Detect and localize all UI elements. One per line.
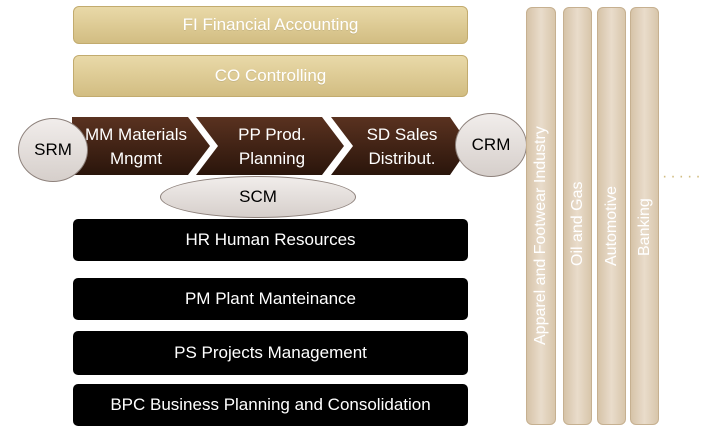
sd-sales-label: SD Sales Distribut. <box>348 123 456 171</box>
sd-line-1: SD Sales <box>366 125 438 144</box>
mm-line-2: Mngmt <box>110 149 162 168</box>
srm-oval: SRM <box>18 118 88 182</box>
industry-column-oil-gas: Oil and Gas <box>563 7 592 425</box>
industry-label-automotive: Automotive <box>602 185 620 266</box>
hr-human-resources-bar: HR Human Resources <box>73 219 468 261</box>
industry-label-banking: Banking <box>635 198 653 256</box>
hr-label: HR Human Resources <box>185 230 356 249</box>
sd-chevron <box>331 117 470 175</box>
industry-column-apparel: Apparel and Footwear Industry <box>526 7 556 425</box>
industry-label-apparel: Apparel and Footwear Industry <box>532 126 549 345</box>
bpc-business-planning-bar: BPC Business Planning and Consolidation <box>73 384 468 426</box>
mm-materials-label: MM Materials Mngmt <box>78 123 194 171</box>
mm-chevron <box>72 117 210 175</box>
fi-label: FI Financial Accounting <box>182 15 359 34</box>
fi-financial-accounting-bar: FI Financial Accounting <box>73 6 468 44</box>
ps-projects-management-bar: PS Projects Management <box>73 331 468 375</box>
sd-line-2: Distribut. <box>368 149 436 168</box>
pm-label: PM Plant Manteinance <box>184 289 357 308</box>
scm-label: SCM <box>239 187 277 206</box>
pm-plant-maintenance-bar: PM Plant Manteinance <box>73 278 468 320</box>
srm-label: SRM <box>34 140 72 159</box>
crm-label: CRM <box>471 135 511 154</box>
crm-oval: CRM <box>455 113 527 177</box>
pp-line-2: Planning <box>238 149 306 168</box>
industry-column-banking: Banking <box>630 7 659 425</box>
co-controlling-bar: CO Controlling <box>73 55 468 97</box>
pp-planning-label: PP Prod. Planning <box>214 123 330 171</box>
pp-line-1: PP Prod. <box>238 125 306 144</box>
pp-chevron <box>196 117 344 175</box>
more-industries-ellipsis: ····· <box>662 168 704 185</box>
industry-label-oil-gas: Oil and Gas <box>568 181 586 266</box>
scm-oval: SCM <box>160 176 356 218</box>
mm-line-1: MM Materials <box>84 125 187 144</box>
bpc-label: BPC Business Planning and Consolidation <box>110 395 431 414</box>
co-label: CO Controlling <box>214 66 327 85</box>
industry-column-automotive: Automotive <box>597 7 626 425</box>
ps-label: PS Projects Management <box>174 343 367 362</box>
